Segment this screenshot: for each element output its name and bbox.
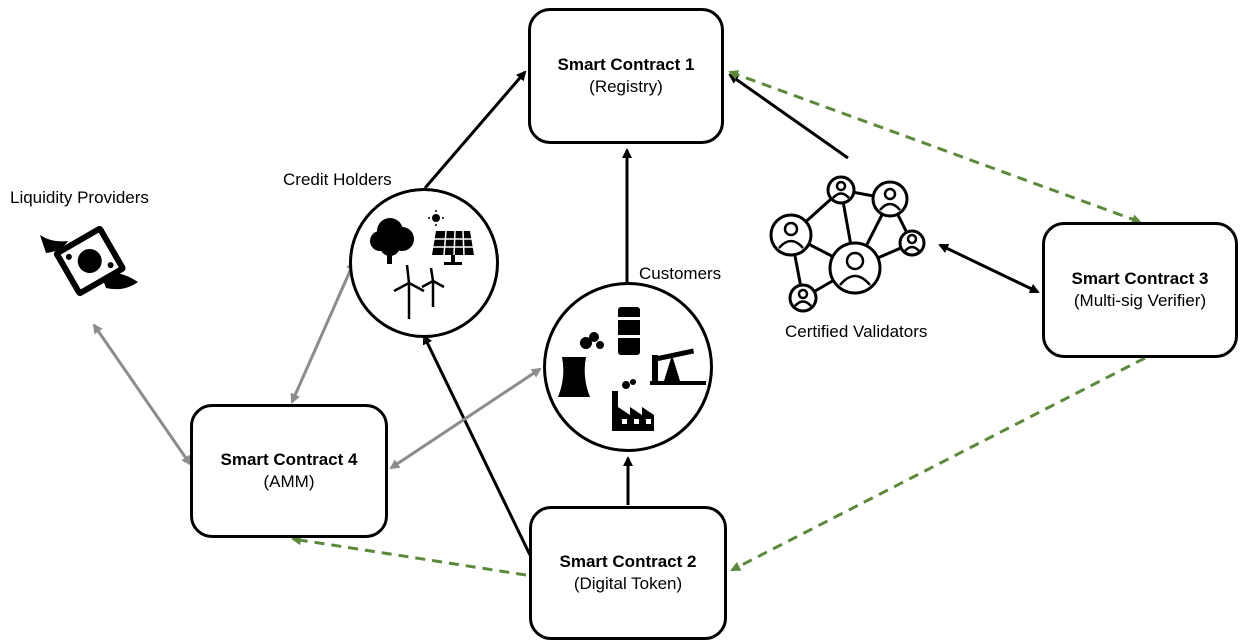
solar-panel-icon [428,210,474,265]
validators-network-icon [769,175,926,313]
customers-label: Customers [639,264,722,283]
wind-turbine-icon [393,264,445,319]
dashed-verifier-token [730,356,1146,572]
arrow-amm-credit [290,260,356,404]
customers-circle [543,282,713,452]
smart-contract-amm: Smart Contract 4 (AMM) [190,404,388,538]
certified-validators-label: Certified Validators [785,322,928,341]
validator-node-icon [871,180,909,218]
tree-icon [370,218,414,264]
validator-node-icon [826,175,856,205]
oil-barrel-icon [616,307,642,355]
smart-contract-digital-token: Smart Contract 2 (Digital Token) [529,506,727,640]
credit-holders-label: Credit Holders [283,170,392,189]
contract-title: Smart Contract 3 [1071,269,1209,288]
contract-title: Smart Contract 4 [220,450,358,469]
smart-contract-verifier: Smart Contract 3 (Multi-sig Verifier) [1042,222,1238,358]
validator-node-icon [828,241,882,295]
liquidity-providers-label: Liquidity Providers [10,188,149,207]
oil-pump-icon [650,348,706,385]
arrow-liquidity-amm [92,323,192,466]
validator-node-icon [769,213,813,257]
flying-money-icon [40,225,138,297]
smart-contract-registry: Smart Contract 1 (Registry) [528,8,724,144]
validator-node-icon [788,283,818,313]
contract-subtitle: (Digital Token) [573,574,683,593]
arrow-amm-customers [389,367,542,470]
contract-title: Smart Contract 1 [557,55,695,74]
factory-icon [612,379,654,431]
arrow-validators-to-registry [728,73,849,160]
power-plant-icon [558,332,604,397]
dashed-registry-verifier [728,70,1142,224]
credit-holders-circle [349,188,499,338]
validator-node-icon [898,229,926,257]
dashed-token-amm [291,535,527,577]
contract-subtitle: (Multi-sig Verifier) [1073,291,1207,310]
arrow-validators-verifier [938,243,1040,294]
contract-subtitle: (Registry) [589,77,663,96]
arrow-token-to-credit [422,334,532,556]
contract-subtitle: (AMM) [263,472,315,491]
contract-title: Smart Contract 2 [559,552,697,571]
arrow-credit-to-registry [423,70,527,189]
